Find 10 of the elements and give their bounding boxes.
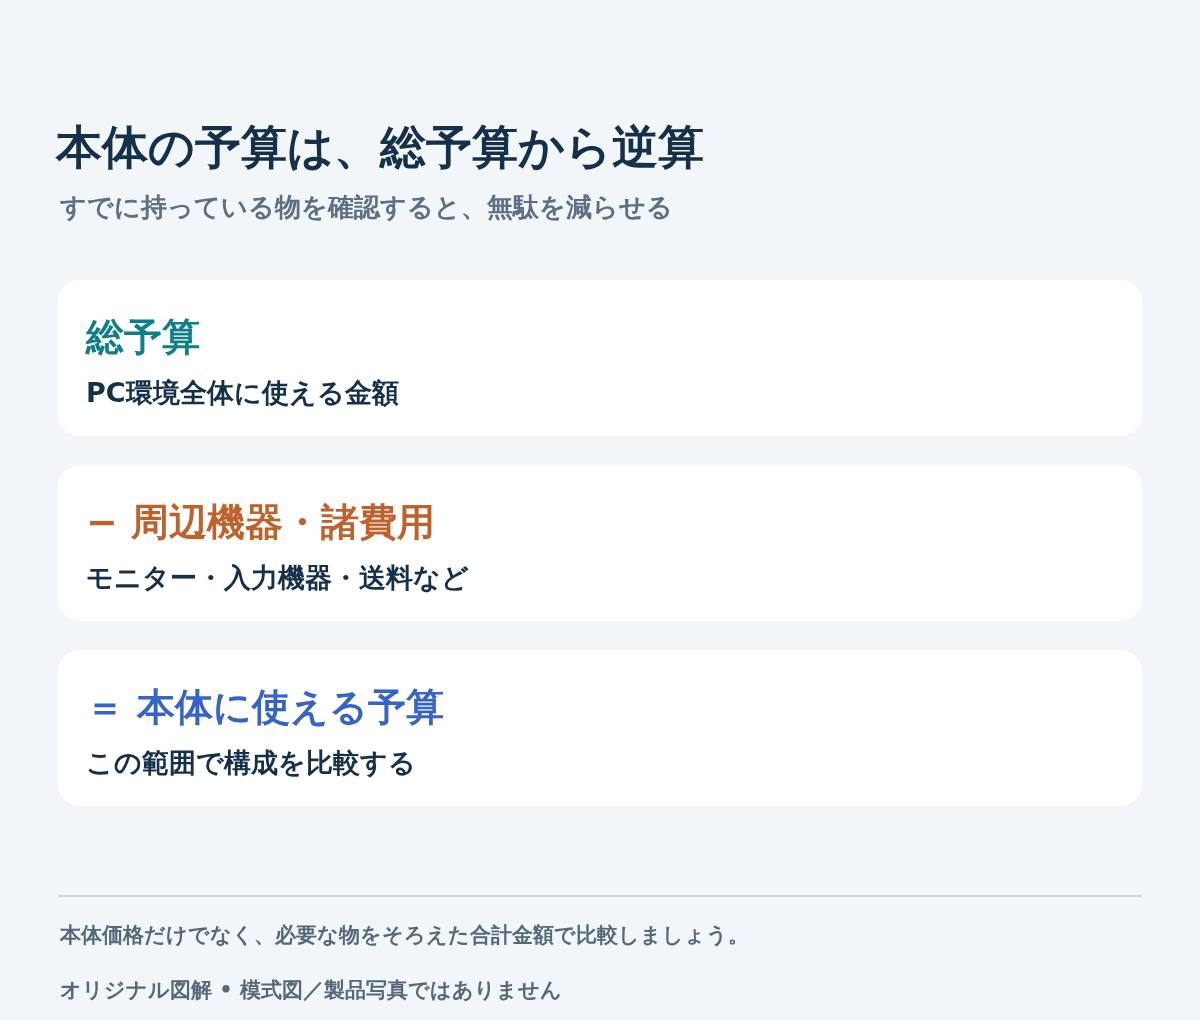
card-text: この範囲で構成を比較する xyxy=(86,746,416,780)
card-heading: ＝ 本体に使える予算 xyxy=(86,684,445,730)
card-text: PC環境全体に使える金額 xyxy=(86,376,399,410)
card-heading: − 周辺機器・諸費用 xyxy=(86,499,436,545)
card-text: モニター・入力機器・送料など xyxy=(86,561,469,595)
footnote: 本体価格だけでなく、必要な物をそろえた合計金額で比較しましょう。 xyxy=(60,922,749,949)
card-heading: 総予算 xyxy=(86,314,200,360)
title: 本体の予算は、総予算から逆算 xyxy=(56,119,704,176)
subtitle: すでに持っている物を確認すると、無駄を減らせる xyxy=(60,191,673,224)
credit-line: オリジナル図解 • 模式図／製品写真ではありません xyxy=(60,977,563,1004)
